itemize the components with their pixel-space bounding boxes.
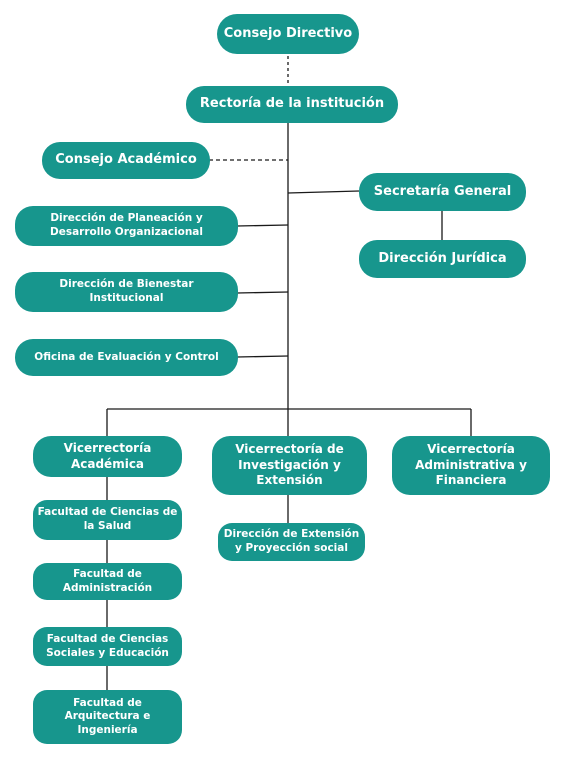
connector-planeacion	[236, 224, 289, 227]
node-facultad-administracion-label: Facultad de Administración	[62, 567, 153, 594]
node-rectoria: Rectoría de la institución	[186, 86, 398, 123]
node-facultad-salud-label: Facultad de Ciencias de la Salud	[37, 506, 178, 532]
node-vic-administrativa: Vicerrectoría Administrativa y Financier…	[392, 436, 550, 495]
node-direccion-planeacion-label: Dirección de Planeación y Desarrollo Org…	[50, 212, 203, 238]
node-facultad-administracion: Facultad de Administración	[33, 563, 182, 600]
node-consejo-directivo: Consejo Directivo	[217, 14, 359, 54]
node-direccion-planeacion: Dirección de Planeación y Desarrollo Org…	[15, 206, 238, 246]
node-vic-academica: Vicerrectoría Académica	[33, 436, 182, 477]
node-rectoria-label: Rectoría de la institución	[199, 96, 385, 112]
node-consejo-academico: Consejo Académico	[42, 142, 210, 179]
node-direccion-bienestar: Dirección de Bienestar Institucional	[15, 272, 238, 312]
connector-evaluacion	[236, 355, 289, 358]
node-direccion-extension: Dirección de Extensión y Proyección soci…	[218, 523, 365, 561]
connector-secretaria	[287, 190, 360, 194]
node-oficina-evaluacion-label: Oficina de Evaluación y Control	[34, 350, 219, 363]
node-secretaria-general-label: Secretaría General	[373, 183, 512, 199]
node-vic-academica-label: Vicerrectoría Académica	[63, 440, 152, 471]
node-direccion-juridica-label: Dirección Jurídica	[378, 250, 507, 266]
node-facultad-arquitectura-label: Facultad de Arquitectura e Ingeniería	[64, 696, 151, 736]
node-facultad-sociales: Facultad de Ciencias Sociales y Educació…	[33, 627, 182, 666]
node-facultad-arquitectura: Facultad de Arquitectura e Ingeniería	[33, 690, 182, 744]
node-facultad-sociales-label: Facultad de Ciencias Sociales y Educació…	[46, 632, 169, 659]
node-secretaria-general: Secretaría General	[359, 173, 526, 211]
node-direccion-bienestar-label: Dirección de Bienestar Institucional	[59, 278, 194, 304]
node-consejo-directivo-label: Consejo Directivo	[223, 25, 353, 41]
node-vic-investigacion-label: Vicerrectoría de Investigación y Extensi…	[235, 442, 344, 488]
node-consejo-academico-label: Consejo Académico	[55, 152, 197, 168]
node-oficina-evaluacion: Oficina de Evaluación y Control	[15, 339, 238, 376]
connector-bienestar	[236, 291, 289, 294]
node-vic-investigacion: Vicerrectoría de Investigación y Extensi…	[212, 436, 367, 495]
node-facultad-salud: Facultad de Ciencias de la Salud	[33, 500, 182, 540]
node-direccion-extension-label: Dirección de Extensión y Proyección soci…	[223, 528, 360, 554]
node-vic-administrativa-label: Vicerrectoría Administrativa y Financier…	[415, 442, 527, 488]
node-direccion-juridica: Dirección Jurídica	[359, 240, 526, 278]
